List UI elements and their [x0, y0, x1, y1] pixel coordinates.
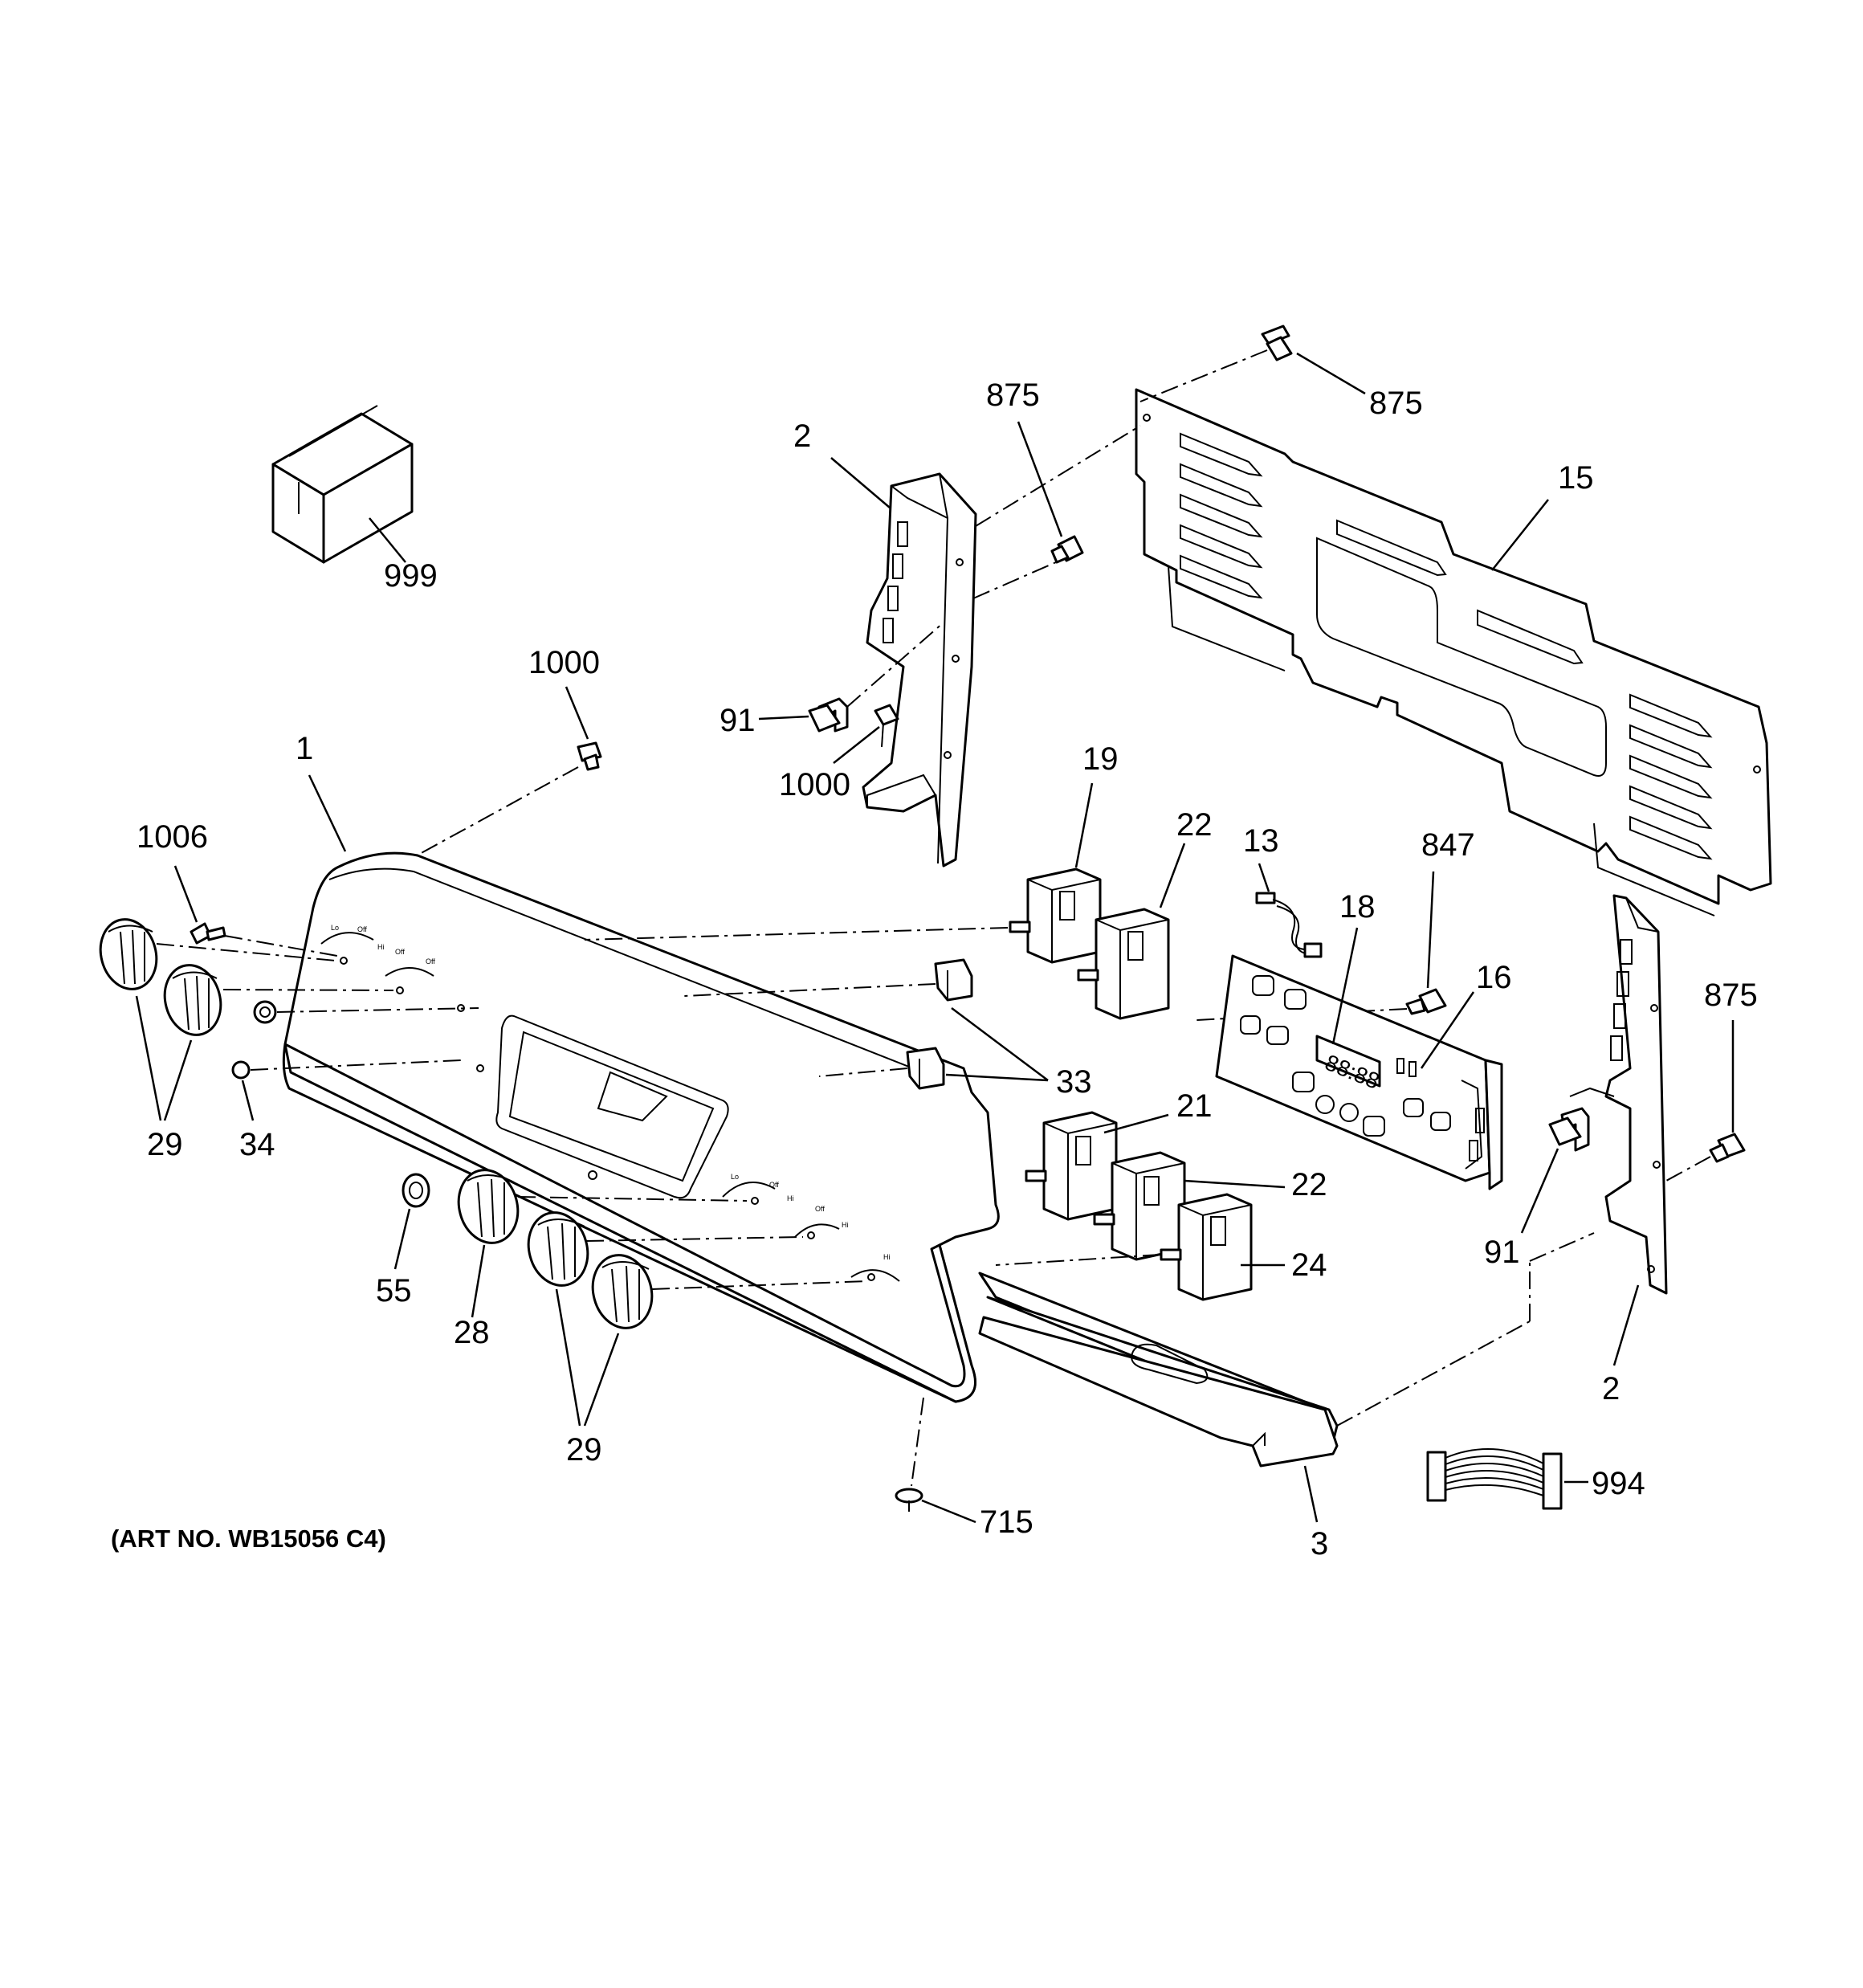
- callout-91-right: 91: [1484, 1235, 1520, 1270]
- callout-24: 24: [1291, 1247, 1327, 1283]
- callout-875-rear: 875: [1369, 386, 1423, 421]
- callout-28: 28: [454, 1315, 490, 1350]
- panel-vent-slots-right: [1629, 693, 1713, 860]
- svg-text:Off: Off: [769, 1181, 779, 1189]
- part-999-box: [271, 405, 414, 564]
- part-16-electronic-control: 88:88: [1215, 954, 1503, 1190]
- callout-994: 994: [1592, 1466, 1645, 1501]
- callout-1000-bracket: 1000: [779, 767, 850, 802]
- part-875-screw-right: [1709, 1133, 1746, 1163]
- part-33-switch-upper: [934, 958, 973, 1002]
- callout-91-left: 91: [720, 703, 756, 738]
- callout-2-right: 2: [1602, 1371, 1620, 1406]
- part-15-rear-panel: [1135, 388, 1772, 916]
- svg-text:Hi: Hi: [883, 1253, 891, 1261]
- part-55-grommet: [402, 1173, 430, 1208]
- callout-15: 15: [1558, 460, 1594, 496]
- callout-715: 715: [980, 1504, 1033, 1540]
- part-33-switch-lower: [906, 1047, 945, 1090]
- callout-34: 34: [239, 1127, 275, 1162]
- part-875-screw-mid: [1050, 535, 1084, 564]
- svg-text:Off: Off: [815, 1205, 825, 1213]
- part-34-indicator-light: [231, 1060, 251, 1080]
- part-1-control-panel: Lo Off Hi Off Off Lo Off Hi Off Hi Hi: [282, 851, 1000, 1403]
- svg-text:Lo: Lo: [731, 1173, 739, 1181]
- callout-16: 16: [1476, 960, 1512, 995]
- part-2-left-endcap: [862, 472, 977, 867]
- part-875-screw-top: [1261, 325, 1293, 361]
- callout-3: 3: [1311, 1526, 1328, 1561]
- panel-dial-markings-left: Lo Off Hi Off Off: [320, 924, 484, 1072]
- callout-875-right: 875: [1704, 978, 1758, 1013]
- part-19-switch: [1009, 867, 1102, 964]
- part-91-left-clip: [808, 697, 849, 733]
- callout-55: 55: [376, 1273, 412, 1308]
- part-29-knob-lower-left: [163, 964, 222, 1036]
- callout-29-bottom: 29: [566, 1432, 602, 1468]
- part-3-trim: [978, 1272, 1339, 1468]
- callout-33: 33: [1056, 1064, 1092, 1100]
- part-715-screw: [895, 1488, 923, 1512]
- callout-13: 13: [1243, 823, 1279, 859]
- callout-1000-top: 1000: [528, 645, 600, 680]
- part-indicator-light-upper: [253, 1000, 277, 1024]
- part-29-knob-bottom-b: [591, 1254, 654, 1329]
- callout-847: 847: [1421, 827, 1475, 863]
- callout-22-mid: 22: [1291, 1167, 1327, 1202]
- callout-18: 18: [1339, 889, 1376, 925]
- callout-1: 1: [296, 731, 313, 766]
- svg-text:Hi: Hi: [842, 1221, 849, 1229]
- svg-text:Hi: Hi: [787, 1194, 794, 1202]
- svg-text:Lo: Lo: [331, 924, 339, 932]
- display-screen: [1315, 1035, 1381, 1088]
- part-1006-screw: [190, 922, 226, 945]
- part-91-right-clip: [1548, 1107, 1590, 1152]
- part-1000-screw-bracket: [874, 704, 899, 748]
- svg-text:Off: Off: [395, 948, 405, 956]
- callout-21: 21: [1176, 1088, 1213, 1124]
- panel-dial-markings-right: Lo Off Hi Off Hi Hi: [722, 1173, 900, 1282]
- part-24-switch: [1160, 1193, 1253, 1301]
- callout-2-left: 2: [793, 418, 811, 454]
- svg-text:Hi: Hi: [377, 943, 385, 951]
- part-29-knob-bottom-a: [527, 1211, 589, 1287]
- part-13-harness: [1255, 892, 1323, 958]
- part-22-switch-top: [1077, 908, 1170, 1020]
- callout-19: 19: [1082, 741, 1119, 777]
- callout-22-top: 22: [1176, 807, 1213, 843]
- callout-999: 999: [384, 558, 438, 594]
- part-22-switch-mid: [1093, 1151, 1186, 1261]
- callout-1006: 1006: [137, 819, 208, 855]
- callout-29-left: 29: [147, 1127, 183, 1162]
- art-number-caption: (ART NO. WB15056 C4): [111, 1525, 386, 1553]
- panel-vent-slots-left: [1180, 432, 1263, 599]
- part-28-knob: [457, 1169, 520, 1244]
- part-2-right-endcap: [1569, 894, 1668, 1295]
- svg-text:Off: Off: [357, 925, 367, 933]
- part-847-screw: [1405, 988, 1447, 1015]
- part-994-harness: [1426, 1448, 1563, 1510]
- part-1000-screw-top: [577, 741, 602, 771]
- part-21-switch: [1025, 1111, 1118, 1221]
- svg-text:Off: Off: [426, 957, 435, 965]
- part-29-knob-upper-left: [99, 918, 158, 990]
- callout-875-mid: 875: [986, 378, 1040, 413]
